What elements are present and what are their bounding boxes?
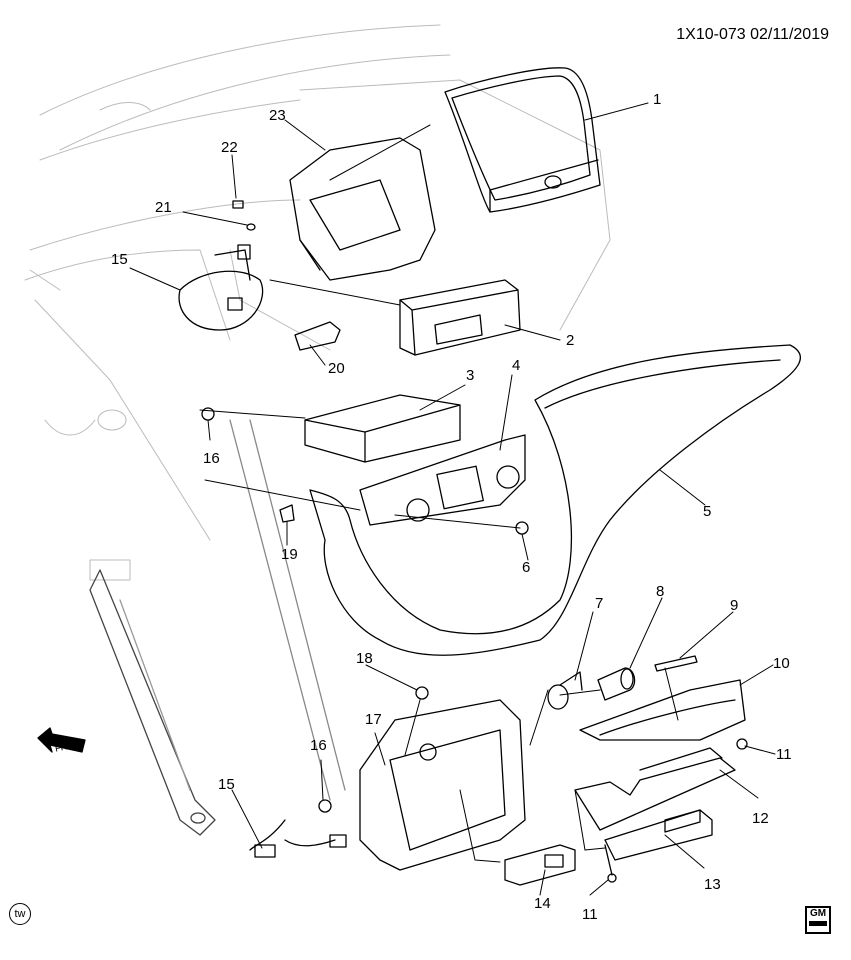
- part-12-bracket: [574, 747, 736, 831]
- gm-logo-text: GM: [809, 908, 827, 919]
- callout-18: 18: [356, 650, 373, 667]
- callout-8: 8: [656, 583, 665, 600]
- pillar-brace: [89, 419, 346, 836]
- part-4-controls: [359, 434, 526, 526]
- part-17-bracket: [359, 699, 526, 871]
- callout-13: 13: [704, 876, 721, 893]
- callout-7: 7: [595, 595, 604, 612]
- callout-15: 15: [218, 776, 235, 793]
- gm-logo: GM: [805, 906, 831, 934]
- callout-20: 20: [328, 360, 345, 377]
- gm-logo-bar: [809, 921, 827, 926]
- diagram-code: 1X10-073 02/11/2019: [676, 26, 829, 43]
- callout-19: 19: [281, 546, 298, 563]
- part-15-harness-lower: [249, 819, 347, 858]
- tw-mark: tw: [9, 903, 31, 925]
- fasteners-21-22: [232, 200, 256, 231]
- callout-3: 3: [466, 367, 475, 384]
- callout-11: 11: [776, 746, 792, 763]
- part-19-clip: [279, 504, 295, 523]
- part-18-screw: [415, 686, 429, 700]
- leader-lines: [129, 102, 776, 896]
- part-3-radio: [304, 394, 461, 463]
- callout-14: 14: [534, 895, 551, 912]
- callout-9: 9: [730, 597, 739, 614]
- callout-23: 23: [269, 107, 286, 124]
- callout-22: 22: [221, 139, 238, 156]
- callout-4: 4: [512, 357, 521, 374]
- callout-6: 6: [522, 559, 531, 576]
- part-7-socket: [547, 671, 583, 710]
- callout-21: 21: [155, 199, 172, 216]
- part-10-tray: [579, 679, 746, 741]
- callout-12: 12: [752, 810, 769, 827]
- front-arrow-icon: [37, 727, 86, 753]
- callout-16: 16: [310, 737, 327, 754]
- callout-2: 2: [566, 332, 575, 349]
- callout-5: 5: [703, 503, 712, 520]
- part-14-usb: [504, 844, 576, 886]
- part-15-harness-upper: [178, 244, 264, 331]
- dashboard-background: [24, 24, 611, 581]
- part-2-module: [399, 279, 521, 356]
- part-5-bezel: [309, 344, 802, 656]
- callout-17: 17: [365, 711, 382, 728]
- part-13-module: [604, 809, 713, 861]
- part-1-display: [444, 67, 601, 213]
- callout-16: 16: [203, 450, 220, 467]
- part-20-sensor: [294, 321, 341, 351]
- part-11-screws: [604, 738, 748, 883]
- callout-15: 15: [111, 251, 128, 268]
- callout-1: 1: [653, 91, 662, 108]
- callout-11: 11: [582, 906, 598, 923]
- part-23-bracket: [289, 137, 436, 281]
- part-9-pad: [654, 655, 698, 672]
- part-8-power-outlet: [597, 667, 636, 701]
- callout-10: 10: [773, 655, 790, 672]
